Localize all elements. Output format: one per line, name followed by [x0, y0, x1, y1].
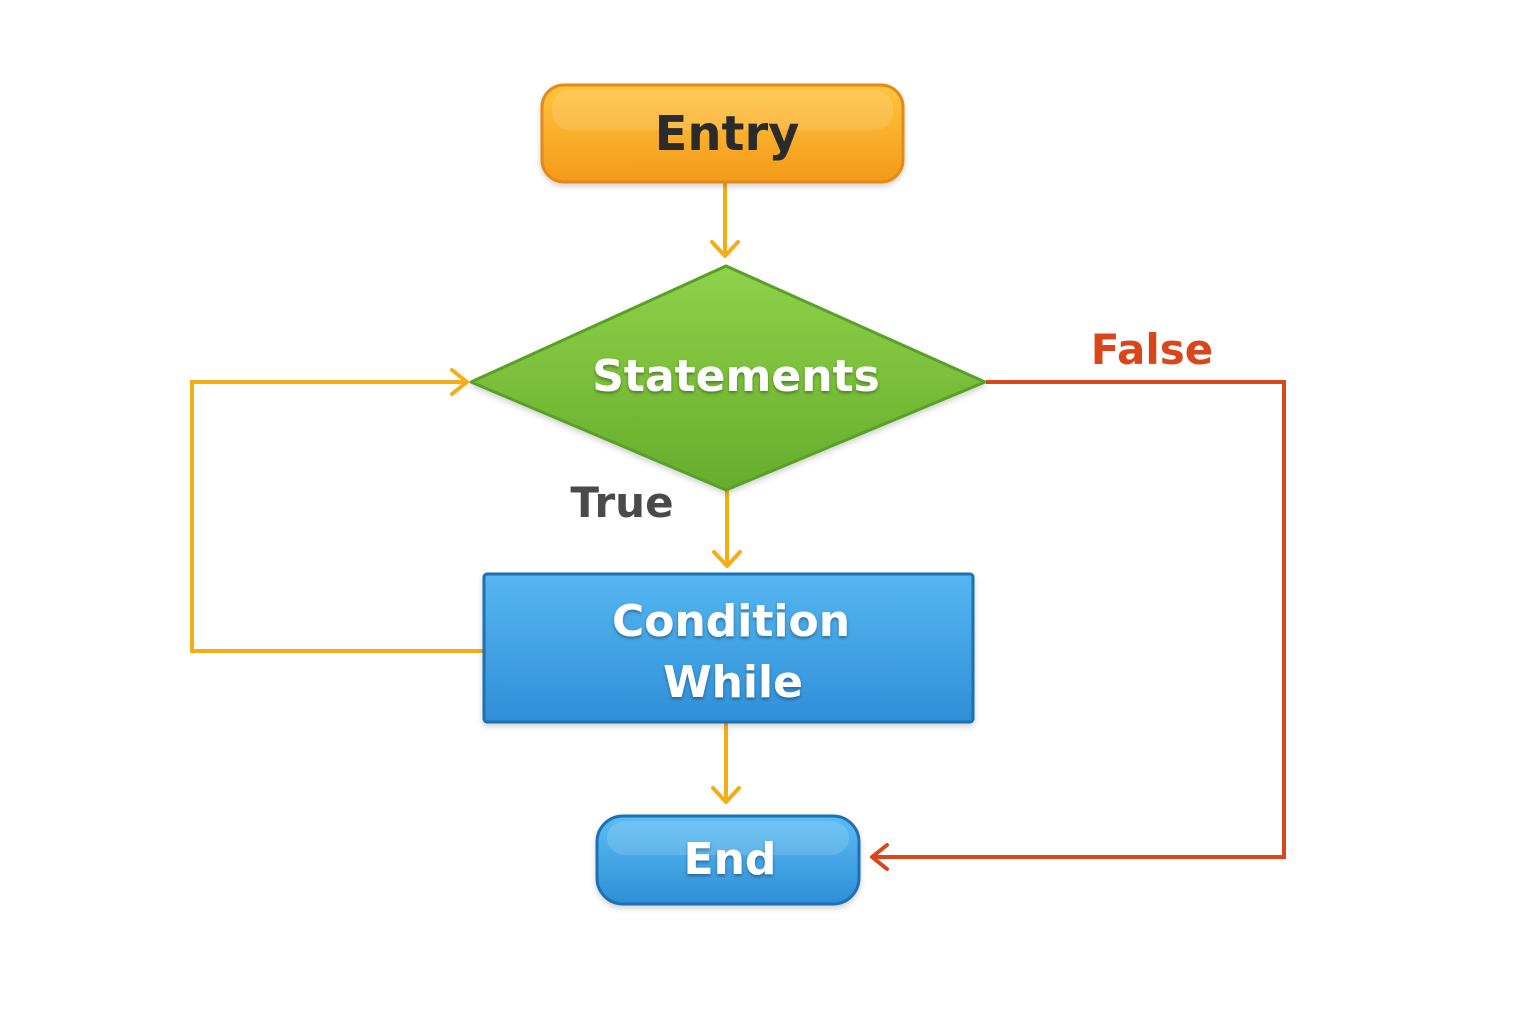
entry-label: Entry — [655, 106, 800, 162]
edge-loop-back — [190, 368, 484, 653]
arrowhead-icon — [711, 786, 741, 804]
arrowhead-icon — [450, 368, 469, 396]
edge-false-to-end — [870, 380, 1286, 871]
end-node: End — [595, 814, 861, 906]
condition-label-line2: While — [663, 657, 803, 708]
edge-statements-to-condition — [712, 490, 742, 568]
statements-decision: Statements — [469, 264, 987, 492]
false-label: False — [1091, 325, 1213, 374]
end-label: End — [684, 834, 777, 885]
condition-while-box: Condition While — [482, 572, 975, 724]
true-label: True — [570, 478, 673, 527]
arrowhead-icon — [870, 843, 889, 871]
arrowhead-icon — [712, 550, 742, 568]
edge-entry-to-statements — [710, 183, 740, 258]
statements-label: Statements — [592, 351, 880, 402]
arrowhead-icon — [710, 240, 740, 258]
edge-condition-to-end — [711, 723, 741, 804]
condition-label-line1: Condition — [612, 596, 850, 647]
entry-node: Entry — [540, 83, 905, 184]
